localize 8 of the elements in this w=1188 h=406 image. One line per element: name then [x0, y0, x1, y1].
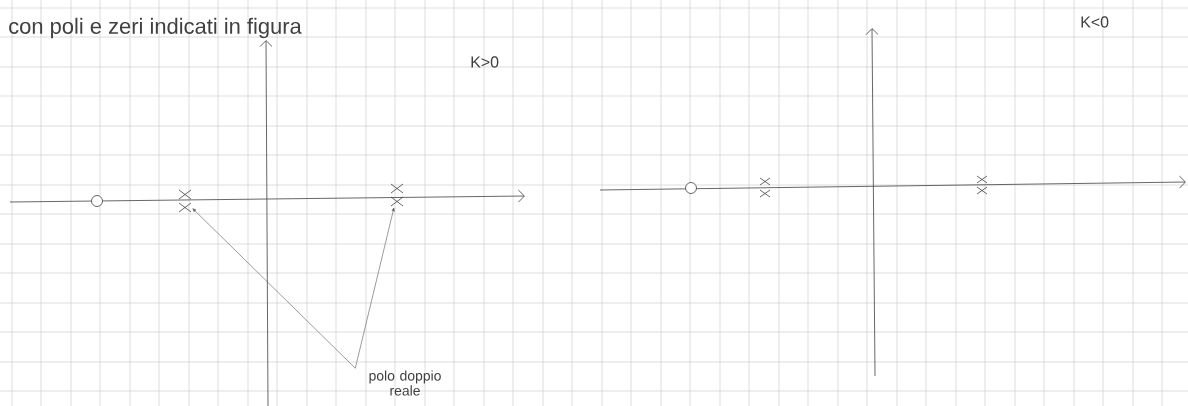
- handwritten-text: K>0: [471, 56, 499, 68]
- double-pole-mark: [390, 183, 404, 207]
- annotation-text: polo doppio reale: [369, 370, 441, 396]
- handwritten-text: con poli e zeri indicati in figura: [9, 17, 302, 39]
- double-pole-mark: [178, 189, 192, 213]
- handwritten-text: K<0: [1081, 16, 1109, 28]
- leader-line: [192, 208, 356, 369]
- leader-line: [355, 207, 395, 369]
